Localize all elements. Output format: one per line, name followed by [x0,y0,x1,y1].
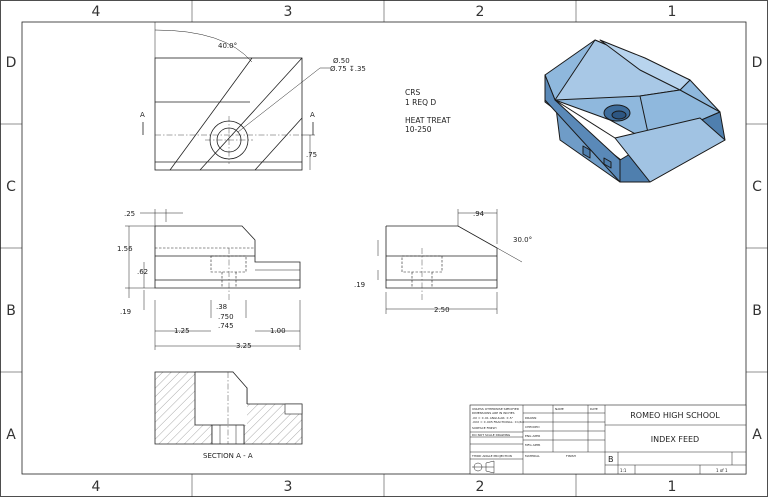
dim-overall-len: 3.25 [236,342,252,350]
dim-side-bottom: .19 [354,281,365,289]
zone-col-bottom-3: 2 [476,479,485,495]
top-view: 40.0° Ø.50 Ø.75 ↧.35 A A .75 [140,22,366,171]
side-view: .94 30.0° .19 2.50 [354,209,532,314]
tb-row-eng: ENG APPR [525,434,540,438]
section-label: SECTION A - A [203,452,253,460]
dim-left-len: 1.25 [174,327,190,335]
dim-hole-dia: Ø.50 [333,57,350,65]
tb-tol-2: DIMENSIONS ARE IN INCHES [472,411,515,415]
tb-row-mfg: MFG APPR [525,443,540,447]
zone-row-left-4: A [6,427,16,443]
section-mark-right: A [310,111,315,119]
front-view: .25 1.56 .62 .19 .38 .750 .745 1.25 1.00… [117,209,301,350]
dim-height-75: .75 [306,151,317,159]
zone-row-left-3: B [6,303,16,319]
dim-step-height: .62 [137,268,148,276]
tb-tol-4: .XXX = ±.005 FRACTIONAL: ±1/64 [472,420,524,424]
tb-tol-1: UNLESS OTHERWISE SPECIFIED [472,407,520,411]
note-treatment-spec: 10-250 [405,125,432,134]
zone-col-bottom-2: 3 [284,479,293,495]
dim-overall-height: 1.56 [117,245,133,253]
section-view: SECTION A - A [154,371,303,460]
zone-row-right-4: A [752,427,762,443]
tb-date-header: DATE [590,407,598,411]
zone-row-left-2: C [6,179,16,195]
dim-bore-inner: .745 [218,322,234,330]
dim-side-len: 2.50 [434,306,450,314]
general-notes: CRS 1 REQ D HEAT TREAT 10-250 [405,88,451,134]
tb-finish-label: FINISH [566,454,576,458]
tb-school: ROMEO HIGH SCHOOL [630,411,720,420]
tb-row-checked: CHECKED [525,425,540,429]
zone-col-top-3: 2 [476,4,485,20]
zone-col-bottom-4: 1 [668,479,677,495]
tb-tol-3: .XX = ±.01 ANGULAR: ±.5° [472,416,514,420]
section-mark-left: A [140,111,145,119]
zone-row-right-2: C [752,179,762,195]
note-treatment: HEAT TREAT [405,116,451,125]
zone-col-top-2: 3 [284,4,293,20]
zone-col-bottom-1: 4 [92,479,101,495]
zone-col-top-4: 1 [668,4,677,20]
tb-size: B [608,455,614,464]
dim-slot-width: .38 [216,303,227,311]
zone-labels: 4 3 2 1 4 3 2 1 D C B A D C B A [6,4,763,495]
tb-name-header: NAME [555,407,564,411]
tb-tol-5: SURFACE FINISH [472,426,496,430]
dim-bottom-height: .19 [120,308,131,316]
dim-side-top: .94 [473,210,485,218]
dim-bore-outer: .750 [218,313,234,321]
zone-row-left-1: D [6,55,17,71]
tb-title: INDEX FEED [651,435,699,444]
dim-top-offset: .25 [124,210,135,218]
zone-col-top-1: 4 [92,4,101,20]
zone-row-right-1: D [752,55,763,71]
isometric-view [544,39,726,183]
tb-third-angle: THIRD ANGLE PROJECTION [471,454,512,458]
dim-right-len: 1.00 [270,327,286,335]
tb-scale: 1:1 [620,468,627,473]
dim-angle-40: 40.0° [218,42,237,50]
title-block: UNLESS OTHERWISE SPECIFIED DIMENSIONS AR… [469,404,747,475]
zone-row-right-3: B [752,303,762,319]
tb-material-label: MATERIAL [525,454,540,458]
tb-sheet: 1 of 1 [716,468,728,473]
note-material: CRS [405,88,420,97]
note-quantity: 1 REQ D [405,98,436,107]
dim-hole-cbore: Ø.75 ↧.35 [330,65,366,73]
dim-side-angle: 30.0° [513,236,532,244]
tb-do-not-scale: DO NOT SCALE DRAWING [472,433,511,437]
tb-row-drawn: DRAWN [525,416,536,420]
